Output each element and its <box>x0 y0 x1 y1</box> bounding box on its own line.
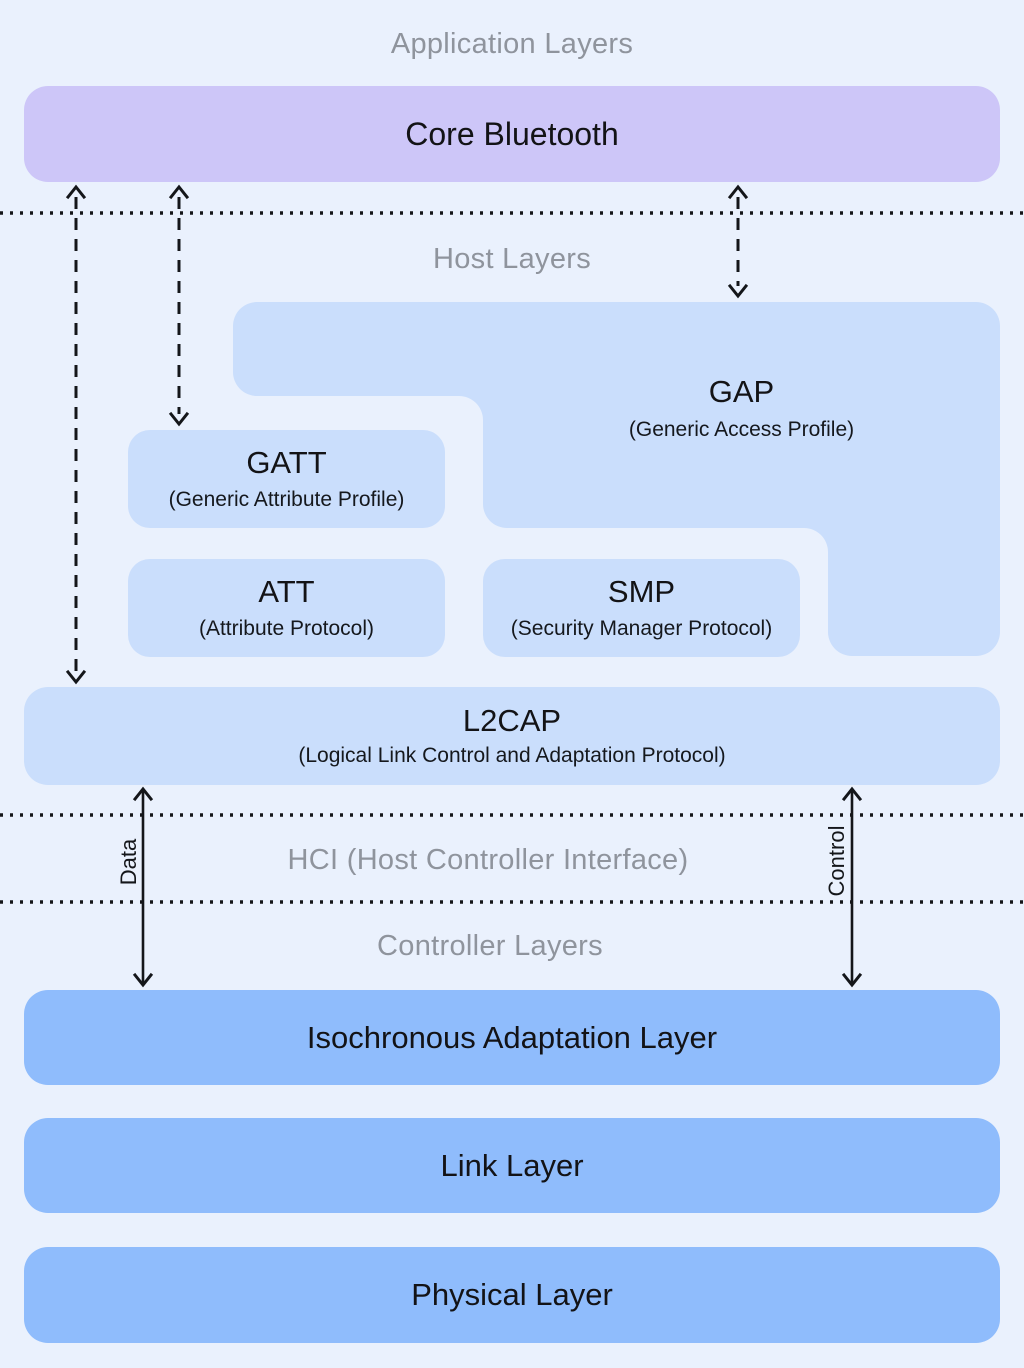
smp-box: SMP (Security Manager Protocol) <box>483 559 800 657</box>
core-bluetooth-title: Core Bluetooth <box>405 115 619 152</box>
gap-box-shape <box>233 302 1000 656</box>
data-arrow <box>132 786 154 988</box>
dashed-arrow-core-to-gatt <box>168 184 190 427</box>
link-layer-title: Link Layer <box>440 1147 584 1183</box>
gatt-box: GATT (Generic Attribute Profile) <box>128 430 445 528</box>
physical-layer-title: Physical Layer <box>411 1277 613 1313</box>
smp-title: SMP <box>607 573 676 609</box>
dashed-arrow-core-to-gap <box>727 184 749 299</box>
physical-layer-box: Physical Layer <box>24 1247 1000 1343</box>
att-subtitle: (Attribute Protocol) <box>198 617 375 641</box>
gatt-subtitle: (Generic Attribute Profile) <box>168 488 405 512</box>
core-bluetooth-box: Core Bluetooth <box>24 86 1000 182</box>
controller-layers-label: Controller Layers <box>377 930 603 962</box>
gap-title: GAP <box>708 374 775 409</box>
smp-subtitle: (Security Manager Protocol) <box>510 617 773 641</box>
control-arrow-label: Control <box>824 825 849 897</box>
gap-subtitle: (Generic Access Profile) <box>628 417 855 441</box>
dashed-arrow-core-to-l2cap <box>65 184 87 685</box>
link-layer-box: Link Layer <box>24 1118 1000 1213</box>
gatt-title: GATT <box>246 444 327 480</box>
gap-box-text: GAP (Generic Access Profile) <box>483 374 1000 443</box>
l2cap-title: L2CAP <box>462 703 562 739</box>
host-layers-label: Host Layers <box>432 243 592 275</box>
isochronous-adaptation-layer-title: Isochronous Adaptation Layer <box>306 1019 718 1055</box>
hci-label: HCI (Host Controller Interface) <box>287 844 689 876</box>
att-title: ATT <box>258 573 315 609</box>
l2cap-box: L2CAP (Logical Link Control and Adaptati… <box>24 687 1000 785</box>
application-layers-label: Application Layers <box>390 28 634 60</box>
isochronous-adaptation-layer-box: Isochronous Adaptation Layer <box>24 990 1000 1085</box>
l2cap-subtitle: (Logical Link Control and Adaptation Pro… <box>298 743 726 767</box>
att-box: ATT (Attribute Protocol) <box>128 559 445 657</box>
data-arrow-label: Data <box>116 838 141 886</box>
control-arrow <box>841 786 863 988</box>
